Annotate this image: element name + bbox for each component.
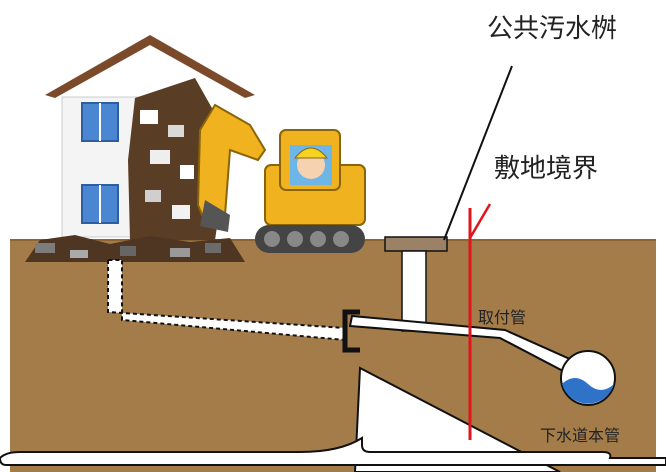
public-sewer-basin-label: 公共汚水桝: [487, 14, 618, 44]
rubble: [25, 235, 245, 262]
main-sewer-pipe: [560, 350, 616, 406]
basin-leader-line: [443, 65, 513, 241]
basin-riser: [401, 250, 427, 332]
excavator: [196, 103, 366, 253]
excavation-pit: [353, 366, 561, 472]
property-boundary-label: 敷地境界: [494, 154, 599, 184]
main-sewer-label: 下水道本管: [540, 426, 621, 445]
connection-pipe-label: 取付管: [478, 308, 527, 327]
basin-lid: [384, 236, 448, 252]
pipe-joint: [342, 309, 360, 353]
speech-bubble: [0, 436, 666, 466]
